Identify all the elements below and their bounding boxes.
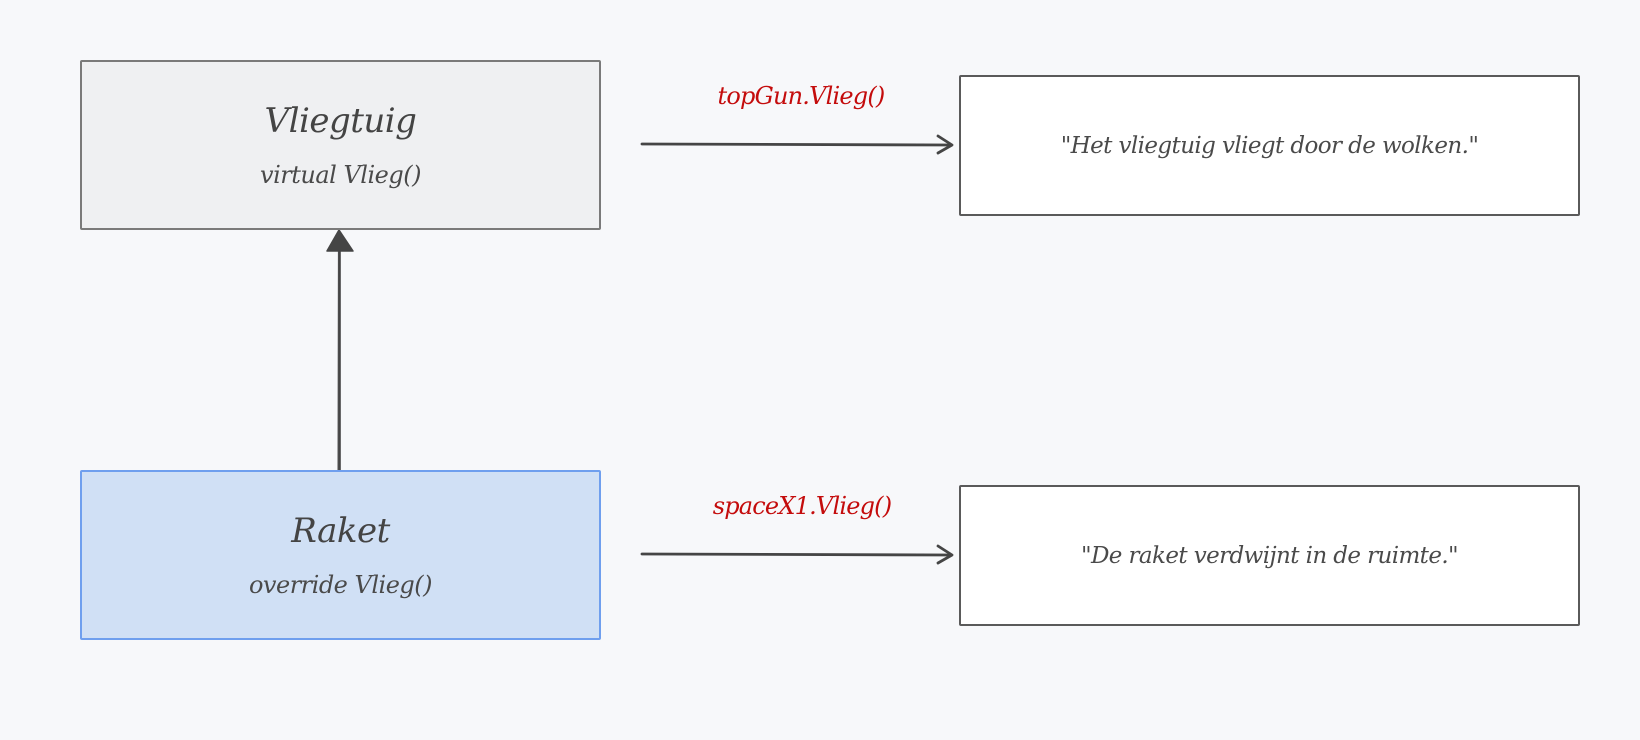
call-label-topgun: topGun.Vlieg() xyxy=(717,82,886,110)
call-label-spacex: spaceX1.Vlieg() xyxy=(712,492,892,520)
call-arrow-topgun xyxy=(640,134,954,155)
derived-class-method: override Vlieg() xyxy=(248,571,433,599)
output-text-raket: "De raket verdwijnt in de ruimte." xyxy=(1080,542,1459,569)
output-text-vliegtuig: "Het vliegtuig vliegt door de wolken." xyxy=(1060,132,1479,159)
call-arrow-spacex xyxy=(640,544,954,565)
derived-class-box: Raket override Vlieg() xyxy=(80,470,601,640)
base-class-name: Vliegtuig xyxy=(264,101,417,141)
base-class-box: Vliegtuig virtual Vlieg() xyxy=(80,60,601,230)
inheritance-arrow xyxy=(326,229,354,472)
derived-class-name: Raket xyxy=(291,511,390,551)
base-class-method: virtual Vlieg() xyxy=(260,161,421,189)
output-box-raket: "De raket verdwijnt in de ruimte." xyxy=(959,485,1580,626)
output-box-vliegtuig: "Het vliegtuig vliegt door de wolken." xyxy=(959,75,1580,216)
